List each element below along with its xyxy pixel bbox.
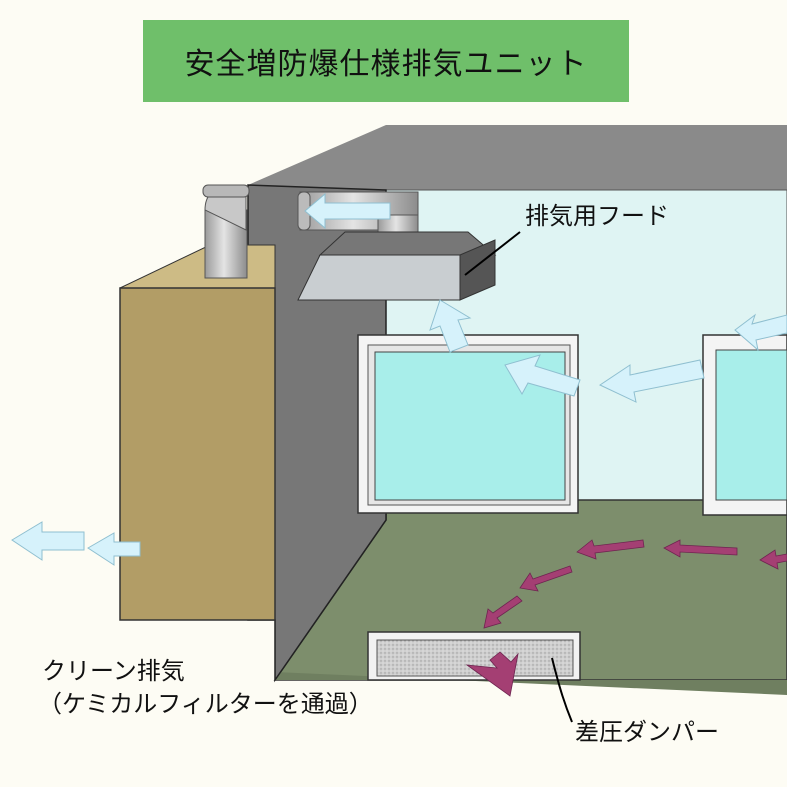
arrow-outside-2 (87, 532, 141, 566)
damper-label: 差圧ダンパー (575, 718, 719, 746)
diagram-title: 安全増防爆仕様排気ユニット (184, 47, 588, 82)
hood-leader-line (464, 231, 521, 276)
arrow-duct-out (304, 192, 391, 230)
exhaust-hood (297, 254, 461, 301)
damper-leader-line (551, 657, 573, 723)
clean-exhaust-note: （ケミカルフィルターを通過） (38, 690, 373, 718)
arrow-outside-1 (11, 521, 85, 561)
pressure-arrow-down (465, 651, 519, 697)
arrow-room-2 (504, 354, 581, 397)
pressure-arrow-1 (576, 539, 645, 560)
exhaust-hood-side (459, 239, 496, 301)
exhaust-unit-top (119, 244, 276, 289)
pressure-arrow-4 (483, 595, 523, 629)
pressure-arrow-3 (519, 565, 573, 592)
arrow-room-1 (598, 359, 705, 403)
ceiling (248, 125, 787, 205)
clean-exhaust-label: クリーン排気 (42, 657, 185, 685)
unit-pipe-cap (202, 184, 250, 198)
arrow-hood-intake (429, 299, 472, 353)
pressure-arrow-2 (663, 539, 738, 558)
pressure-arrow-5 (759, 549, 787, 570)
air-flow-arrows (11, 192, 787, 566)
pressure-flow-arrows (465, 539, 787, 697)
exhaust-unit-box (119, 287, 276, 621)
hood-label: 排気用フード (525, 202, 669, 230)
window-glass-right (715, 349, 787, 501)
arrow-room-3 (734, 313, 787, 352)
title-banner-bg (143, 20, 629, 102)
